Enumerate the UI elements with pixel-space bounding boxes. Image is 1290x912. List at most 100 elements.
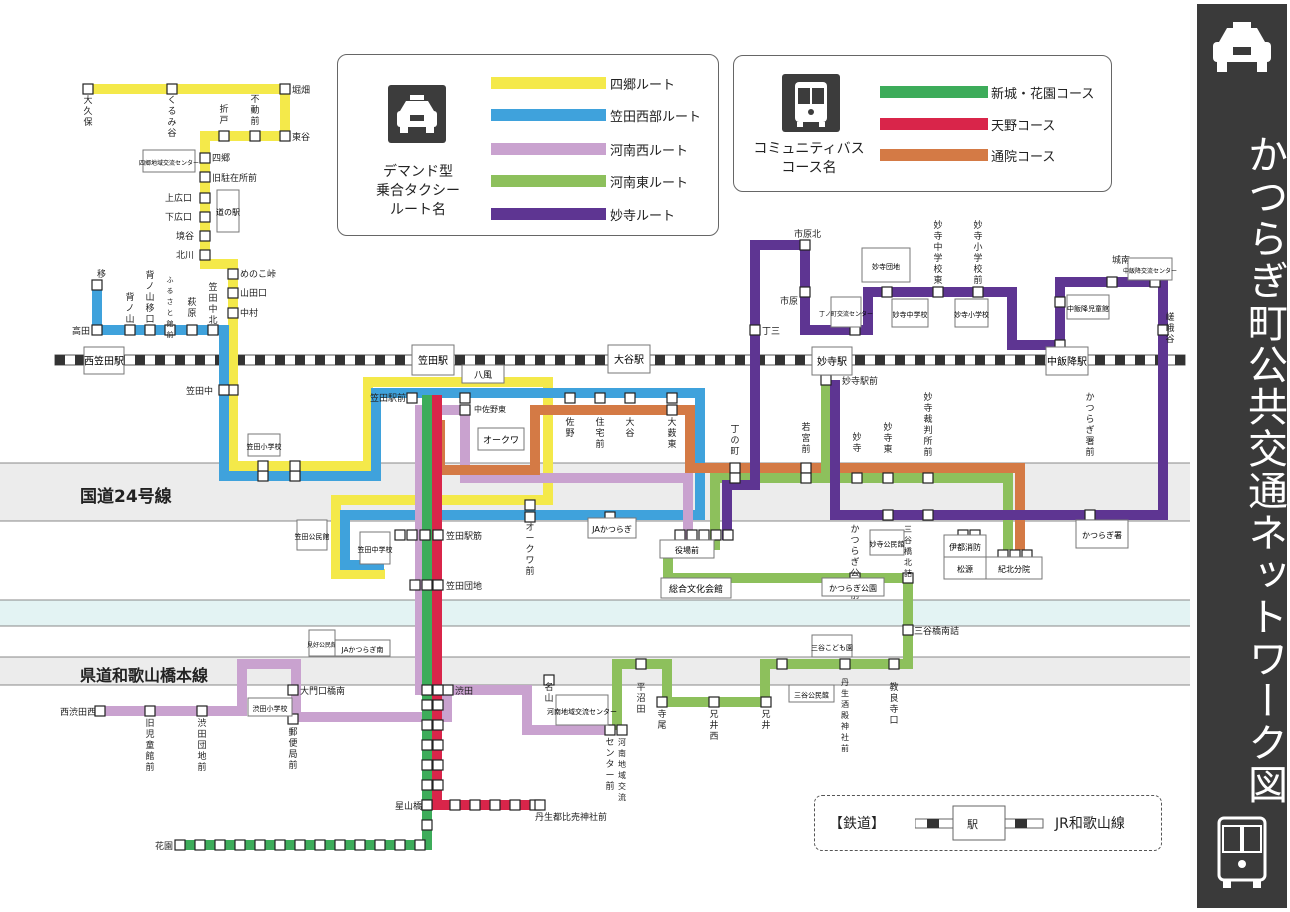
bus-stop-marker[interactable] [374,839,386,851]
bus-stop-marker[interactable] [674,529,686,541]
bus-stop-marker[interactable] [289,460,301,472]
bus-stop-marker[interactable] [199,152,211,164]
bus-stop-marker[interactable] [91,324,103,336]
bus-stop-marker[interactable] [421,699,433,711]
bus-stop-marker[interactable] [729,462,741,474]
bus-stop-marker[interactable] [449,799,461,811]
bus-stop-marker[interactable] [459,404,471,416]
bus-stop-marker[interactable] [144,705,156,717]
bus-stop-marker[interactable] [199,230,211,242]
bus-stop-marker[interactable] [604,724,616,736]
bus-stop-marker[interactable] [421,759,433,771]
bus-stop-marker[interactable] [199,249,211,261]
bus-stop-marker[interactable] [760,696,772,708]
bus-stop-marker[interactable] [881,286,893,298]
bus-stop-marker[interactable] [489,799,501,811]
bus-stop-marker[interactable] [421,799,433,811]
bus-stop-marker[interactable] [421,779,433,791]
bus-stop-marker[interactable] [509,799,521,811]
bus-stop-marker[interactable] [144,324,156,336]
bus-stop-marker[interactable] [421,719,433,731]
bus-stop-marker[interactable] [902,624,914,636]
bus-stop-marker[interactable] [227,307,239,319]
bus-stop-marker[interactable] [207,324,219,336]
bus-stop-marker[interactable] [972,286,984,298]
bus-stop-marker[interactable] [432,759,444,771]
bus-stop-marker[interactable] [186,324,198,336]
bus-stop-marker[interactable] [902,572,914,584]
bus-stop-marker[interactable] [406,529,418,541]
bus-stop-marker[interactable] [616,724,628,736]
bus-stop-marker[interactable] [799,286,811,298]
bus-stop-marker[interactable] [932,286,944,298]
bus-stop-marker[interactable] [199,192,211,204]
bus-stop-marker[interactable] [414,839,426,851]
bus-stop-marker[interactable] [94,705,106,717]
bus-stop-marker[interactable] [432,739,444,751]
bus-stop-marker[interactable] [254,839,266,851]
bus-stop-marker[interactable] [249,130,261,142]
bus-stop-marker[interactable] [800,472,812,484]
bus-stop-marker[interactable] [419,529,431,541]
bus-stop-marker[interactable] [624,392,636,404]
bus-stop-marker[interactable] [432,779,444,791]
bus-stop-marker[interactable] [432,684,444,696]
bus-stop-marker[interactable] [666,404,678,416]
bus-stop-marker[interactable] [729,472,741,484]
bus-stop-marker[interactable] [234,839,246,851]
bus-stop-marker[interactable] [839,658,851,670]
bus-stop-marker[interactable] [421,819,433,831]
bus-stop-marker[interactable] [227,268,239,280]
bus-stop-marker[interactable] [199,211,211,223]
bus-stop-marker[interactable] [91,279,103,291]
bus-stop-marker[interactable] [1106,276,1118,288]
bus-stop-marker[interactable] [1054,296,1066,308]
bus-stop-marker[interactable] [749,324,761,336]
bus-stop-marker[interactable] [432,699,444,711]
bus-stop-marker[interactable] [394,839,406,851]
bus-stop-marker[interactable] [799,239,811,251]
bus-stop-marker[interactable] [534,799,546,811]
bus-stop-marker[interactable] [257,460,269,472]
bus-stop-marker[interactable] [1084,509,1096,521]
bus-stop-marker[interactable] [287,684,299,696]
bus-stop-marker[interactable] [708,696,720,708]
bus-stop-marker[interactable] [543,674,555,686]
bus-stop-marker[interactable] [279,130,291,142]
bus-stop-marker[interactable] [564,392,576,404]
bus-stop-marker[interactable] [1157,324,1169,336]
bus-stop-marker[interactable] [279,83,291,95]
bus-stop-marker[interactable] [406,392,418,404]
bus-stop-marker[interactable] [294,839,306,851]
bus-stop-marker[interactable] [882,509,894,521]
bus-stop-marker[interactable] [442,684,454,696]
bus-stop-marker[interactable] [666,392,678,404]
bus-stop-marker[interactable] [334,839,346,851]
bus-stop-marker[interactable] [218,130,230,142]
bus-stop-marker[interactable] [524,511,536,523]
bus-stop-marker[interactable] [289,470,301,482]
bus-stop-marker[interactable] [851,472,863,484]
bus-stop-marker[interactable] [421,684,433,696]
bus-stop-marker[interactable] [686,529,698,541]
bus-stop-marker[interactable] [354,839,366,851]
bus-stop-marker[interactable] [469,799,481,811]
bus-stop-marker[interactable] [394,529,406,541]
bus-stop-marker[interactable] [218,384,230,396]
bus-stop-marker[interactable] [922,472,934,484]
bus-stop-marker[interactable] [196,705,208,717]
bus-stop-marker[interactable] [524,499,536,511]
bus-stop-marker[interactable] [174,839,186,851]
bus-stop-marker[interactable] [698,529,710,541]
bus-stop-marker[interactable] [710,529,722,541]
bus-stop-marker[interactable] [888,658,900,670]
bus-stop-marker[interactable] [274,839,286,851]
bus-stop-marker[interactable] [432,529,444,541]
bus-stop-marker[interactable] [287,713,299,725]
bus-stop-marker[interactable] [722,529,734,541]
bus-stop-marker[interactable] [432,719,444,731]
bus-stop-marker[interactable] [800,462,812,474]
bus-stop-marker[interactable] [820,374,832,386]
bus-stop-marker[interactable] [214,839,226,851]
bus-stop-marker[interactable] [421,579,433,591]
